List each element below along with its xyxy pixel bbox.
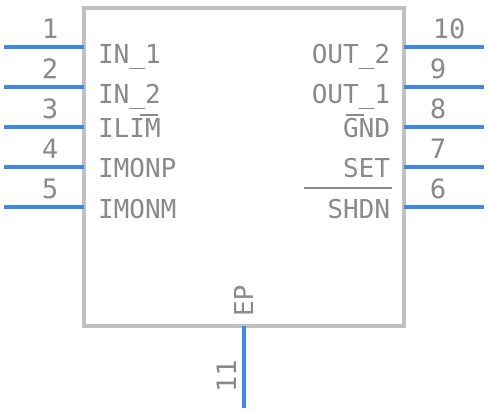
pin-11-number: 11 (212, 359, 243, 392)
pin-6-label: SHDN (327, 195, 390, 225)
pin-4-number: 4 (42, 134, 58, 165)
pin-3-label: ILIM (98, 114, 161, 144)
pin-2-number: 2 (42, 54, 58, 85)
pin-7-number: 7 (430, 134, 446, 165)
pin-6-number: 6 (430, 174, 446, 205)
pin-9-label: OUT_1 (312, 80, 390, 110)
pin-10-label: OUT_2 (312, 40, 390, 70)
pin-8-label: GND (343, 114, 390, 144)
pin-8-number: 8 (430, 94, 446, 125)
pin-7-label: SET (343, 154, 390, 184)
pin-10-number: 10 (433, 14, 466, 45)
pin-11-label: EP (230, 285, 260, 316)
pin-1-number: 1 (42, 14, 58, 45)
pin-2-label: IN_2 (98, 80, 161, 110)
pin-1-label: IN_1 (98, 40, 161, 70)
pin-5-label: IMONM (98, 195, 176, 225)
pin-5-number: 5 (42, 174, 58, 205)
pin-4-label: IMONP (98, 154, 176, 184)
ic-body (82, 6, 406, 328)
pin-9-number: 9 (430, 54, 446, 85)
pin-3-number: 3 (42, 94, 58, 125)
